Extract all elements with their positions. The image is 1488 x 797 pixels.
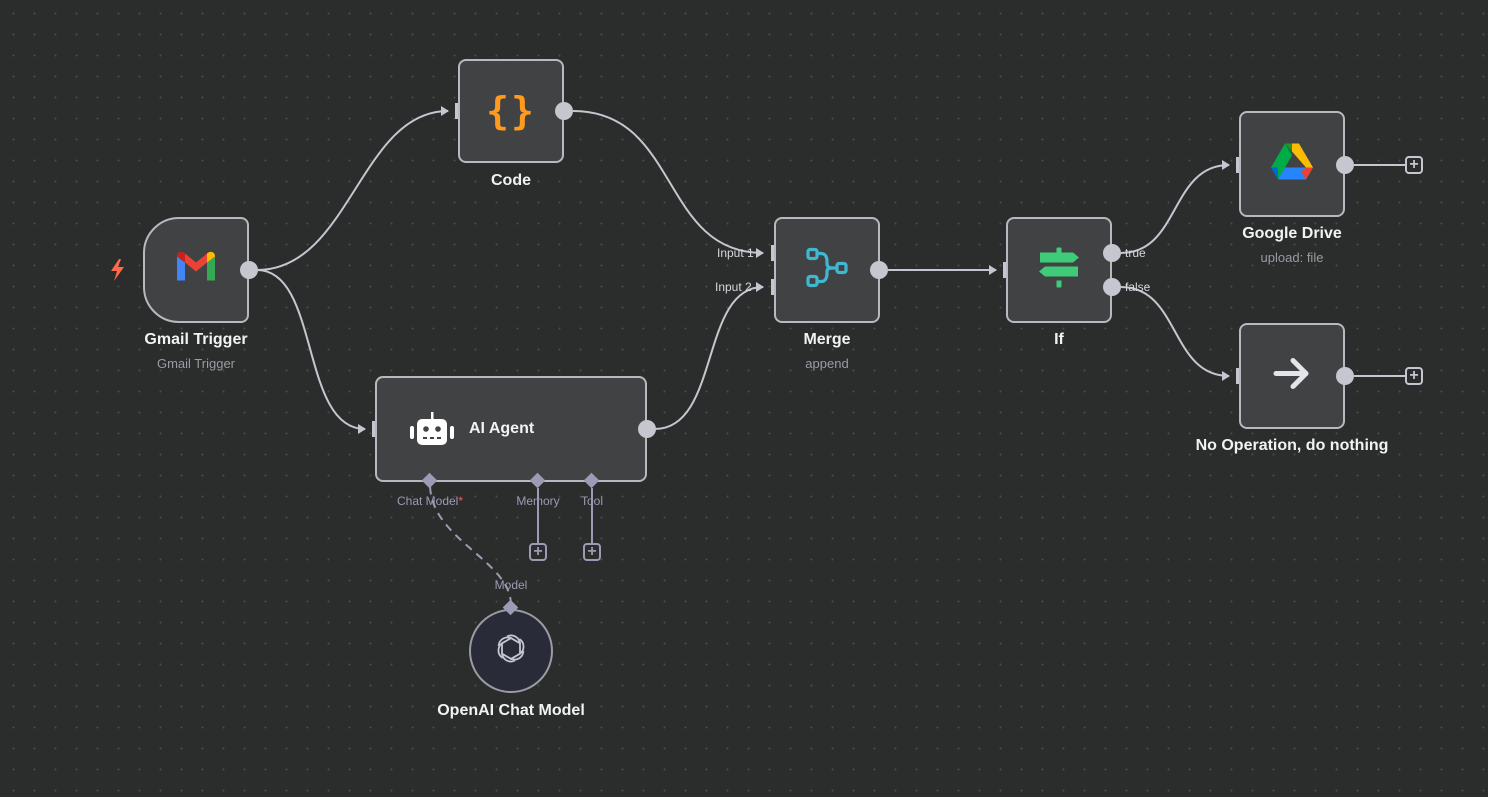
gmail-icon <box>174 251 218 290</box>
chat-model-label: Chat Model* <box>397 494 463 508</box>
edge-if-true-to-drive[interactable] <box>1120 160 1230 254</box>
trigger-bolt-icon <box>108 258 128 287</box>
if-false-label: false <box>1125 280 1151 294</box>
no-op-title: No Operation, do nothing <box>1195 437 1389 454</box>
no-op-output-handle[interactable] <box>1336 367 1354 385</box>
merge-title: Merge <box>803 331 851 348</box>
no-op-add-button[interactable]: + <box>1405 367 1423 385</box>
if-title: If <box>1054 331 1064 348</box>
if-false-handle[interactable] <box>1103 278 1121 296</box>
google-drive-subtitle: upload: file <box>1260 250 1324 265</box>
merge-output-handle[interactable] <box>870 261 888 279</box>
edge-ai-agent-to-merge[interactable] <box>654 282 764 430</box>
if-true-handle[interactable] <box>1103 244 1121 262</box>
node-google-drive[interactable] <box>1239 111 1345 217</box>
merge-subtitle: append <box>805 356 849 371</box>
node-openai-chat-model[interactable] <box>469 609 553 693</box>
add-memory-button[interactable]: + <box>529 543 547 561</box>
edge-gmail-to-code[interactable] <box>256 106 449 271</box>
arrow-right-icon <box>1272 356 1312 397</box>
google-drive-icon <box>1270 143 1314 186</box>
gmail-trigger-subtitle: Gmail Trigger <box>156 356 236 371</box>
gmail-output-handle[interactable] <box>240 261 258 279</box>
edge-code-to-merge[interactable] <box>572 110 764 258</box>
code-title: Code <box>491 172 531 189</box>
edge-openai-to-chat-model[interactable] <box>429 483 512 606</box>
google-drive-add-button[interactable]: + <box>1405 156 1423 174</box>
edge-if-false-to-noop[interactable] <box>1120 286 1230 381</box>
openai-chat-model-title: OpenAI Chat Model <box>437 702 585 719</box>
if-true-label: true <box>1125 246 1146 260</box>
code-output-handle[interactable] <box>555 102 573 120</box>
ai-agent-output-handle[interactable] <box>638 420 656 438</box>
robot-icon <box>409 412 455 453</box>
required-marker: * <box>458 494 464 508</box>
google-drive-output-handle[interactable] <box>1336 156 1354 174</box>
google-drive-title: Google Drive <box>1242 225 1342 242</box>
node-if[interactable] <box>1006 217 1112 323</box>
gmail-trigger-title: Gmail Trigger <box>144 331 248 348</box>
node-merge[interactable] <box>774 217 880 323</box>
node-code[interactable]: {} <box>458 59 564 163</box>
edge-gmail-to-ai-agent[interactable] <box>256 269 366 434</box>
merge-input-2-label: Input 2 <box>715 280 752 294</box>
node-no-op[interactable] <box>1239 323 1345 429</box>
add-tool-button[interactable]: + <box>583 543 601 561</box>
openai-icon <box>494 632 528 671</box>
model-output-label: Model <box>494 578 528 592</box>
curly-braces-icon: {} <box>486 89 536 133</box>
signpost-icon <box>1037 246 1081 295</box>
tool-label: Tool <box>580 494 604 508</box>
merge-icon <box>805 246 849 295</box>
ai-agent-title: AI Agent <box>469 420 535 437</box>
merge-input-1-label: Input 1 <box>717 246 754 260</box>
memory-label: Memory <box>516 494 560 508</box>
chat-model-label-text: Chat Model <box>396 494 459 508</box>
node-ai-agent[interactable]: AI Agent <box>375 376 647 482</box>
node-gmail-trigger[interactable] <box>143 217 249 323</box>
